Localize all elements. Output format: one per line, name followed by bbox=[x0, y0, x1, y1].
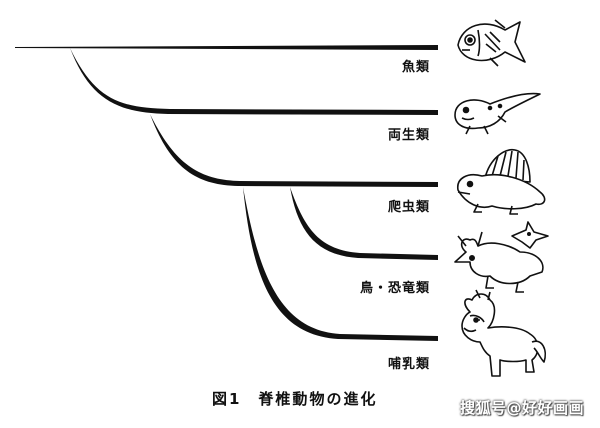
taxon-label-amphibians: 両生類 bbox=[387, 128, 430, 143]
watermark: 搜狐号@好好画画 bbox=[460, 399, 585, 417]
dimetrodon-icon bbox=[457, 149, 546, 215]
triceratops-and-bird-icon bbox=[454, 221, 549, 293]
taxon-label-reptiles: 爬虫類 bbox=[387, 200, 430, 215]
figure-caption: 図1 脊椎動物の進化 bbox=[212, 390, 378, 408]
salamander-icon bbox=[454, 92, 541, 135]
taxon-label-fish: 魚類 bbox=[401, 60, 430, 75]
branch-fish bbox=[15, 45, 438, 50]
fish-icon bbox=[457, 19, 526, 67]
taxon-label-birds: 鳥・恐竜類 bbox=[359, 281, 430, 296]
taxon-label-mammals: 哺乳類 bbox=[387, 357, 430, 372]
horse-icon bbox=[461, 289, 547, 377]
